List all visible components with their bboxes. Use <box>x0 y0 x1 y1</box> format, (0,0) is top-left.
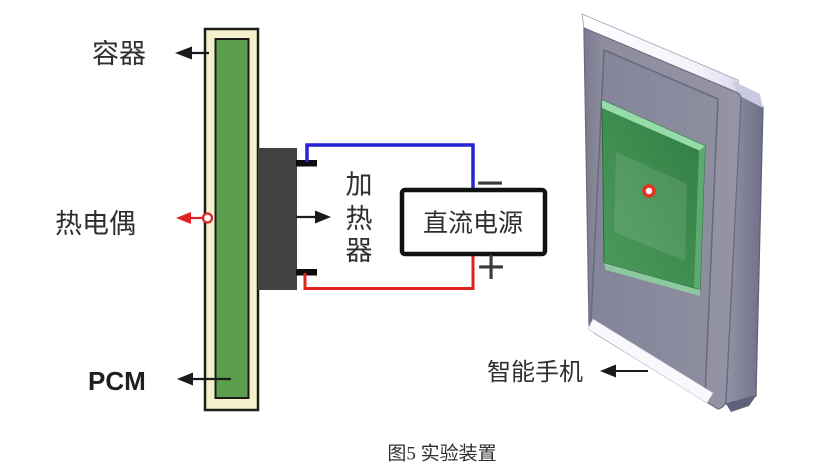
heater-arrowhead <box>315 210 331 224</box>
panel-bottom-edge <box>604 263 700 296</box>
minus-sign: − <box>474 160 506 204</box>
container-arrowhead <box>175 46 192 60</box>
smartphone-label: 智能手机 <box>487 359 583 386</box>
heater-terminal-top <box>296 160 317 167</box>
phone-bottom-chamfer <box>726 396 756 412</box>
panel-right-edge <box>694 146 705 290</box>
pcm-label: PCM <box>88 366 146 396</box>
measurement-dot <box>642 184 656 198</box>
heater-label-char-1: 加 <box>346 170 373 200</box>
heater-label-char-3: 器 <box>346 236 373 266</box>
dc-power-box <box>399 187 548 257</box>
heater-label-char-2: 热 <box>346 204 373 234</box>
heater-terminal-bottom <box>296 269 317 276</box>
smartphone-arrowhead <box>600 364 616 378</box>
heater-shape <box>258 148 297 290</box>
wire-blue <box>305 143 475 191</box>
thermocouple-probe-dot <box>201 212 214 224</box>
wire-red <box>303 253 475 290</box>
plus-sign: + <box>475 244 507 288</box>
heater-label: 加 热 器 <box>346 170 373 266</box>
dc-power-label: 直流电源 <box>423 210 523 238</box>
thermocouple-label: 热电偶 <box>55 209 136 239</box>
pcm-arrowhead <box>177 372 193 386</box>
figure-caption: 图5 实验装置 <box>387 443 496 465</box>
thermocouple-arrowhead <box>176 212 191 224</box>
phone-corner-chamfer <box>733 81 763 108</box>
phone-render: 智能手机 <box>487 13 764 412</box>
panel-top-edge <box>602 100 705 153</box>
pcm-shape <box>214 38 250 399</box>
schematic: 直流电源 − + 容器 热电偶 PCM 加 热 器 <box>55 27 548 412</box>
phone-bottom-slot <box>587 318 714 404</box>
panel-inner-square <box>614 152 687 261</box>
container-label: 容器 <box>92 39 146 69</box>
